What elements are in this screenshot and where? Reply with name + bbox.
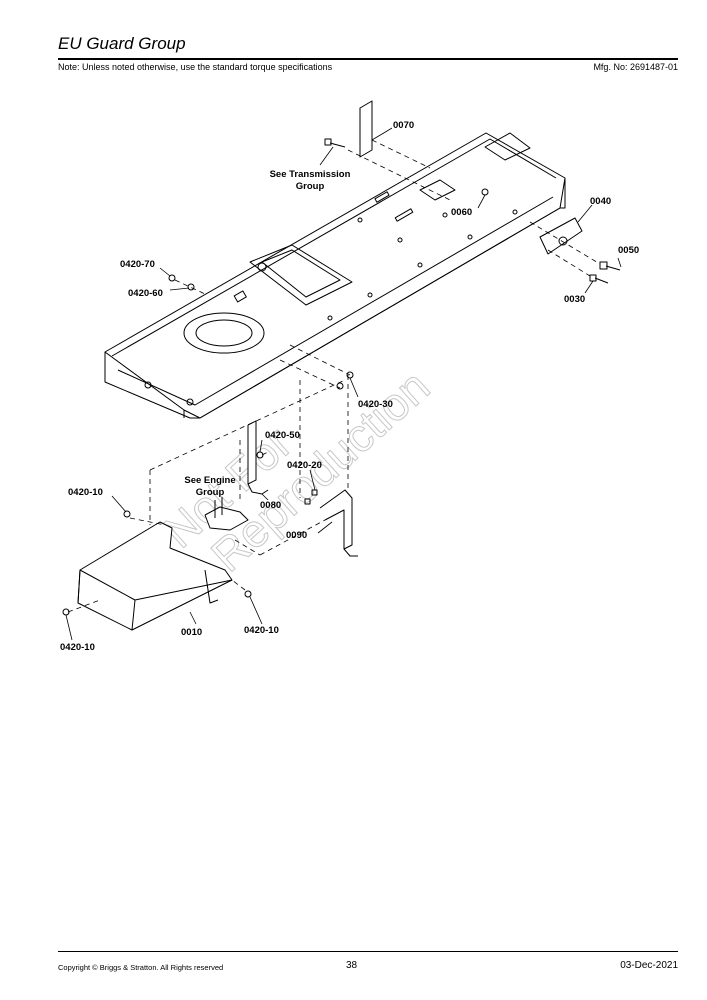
part-0420-20-bolts [304, 489, 318, 505]
page-number: 38 [346, 960, 358, 971]
callout-see-engine: See Engine [184, 475, 235, 486]
callout-0010: 0010 [181, 627, 202, 638]
callout-0420-20: 0420-20 [287, 460, 322, 471]
callout-0070: 0070 [393, 120, 414, 131]
header-rule [58, 58, 678, 60]
leader-lines [65, 127, 622, 641]
part-0080-bracket [247, 420, 269, 495]
part-0420-70-nut [168, 274, 176, 282]
part-0090-bracket [319, 489, 358, 557]
copyright: Copyright © Briggs & Stratton. All Right… [58, 963, 224, 972]
part-0420-10-bolt [123, 510, 131, 518]
torque-note: Note: Unless noted otherwise, use the st… [58, 62, 333, 72]
page-title: EU Guard Group [58, 34, 186, 53]
publish-date: 03-Dec-2021 [620, 960, 678, 971]
callout-see-transmission-group: Group [296, 181, 325, 192]
callout-0420-70: 0420-70 [120, 259, 155, 270]
callout-0060: 0060 [451, 207, 472, 218]
assembly-lines [67, 139, 601, 613]
callout-0420-50: 0420-50 [265, 430, 300, 441]
callout-see-engine-group: Group [196, 487, 225, 498]
callout-0040: 0040 [590, 196, 611, 207]
callout-0050: 0050 [618, 245, 639, 256]
callout-0420-60: 0420-60 [128, 288, 163, 299]
callout-0420-10-left: 0420-10 [60, 642, 95, 653]
mfg-number: Mfg. No: 2691487-01 [593, 62, 678, 72]
part-0050-bolt [599, 261, 621, 271]
callout-see-transmission: See Transmission [270, 169, 351, 180]
part-0040-plate [539, 217, 583, 255]
engine-group-bracket [204, 497, 249, 531]
callout-0030: 0030 [564, 294, 585, 305]
callout-0420-10-right: 0420-10 [244, 625, 279, 636]
part-0420-60-washer [187, 283, 195, 291]
part-0010-guard [77, 521, 233, 631]
main-frame [104, 132, 566, 419]
callout-0090: 0090 [286, 530, 307, 541]
callout-0080: 0080 [260, 500, 281, 511]
part-0070-plate [359, 100, 373, 158]
callout-0420-10-top: 0420-10 [68, 487, 103, 498]
footer-rule [58, 951, 678, 952]
callout-0420-30: 0420-30 [358, 399, 393, 410]
bolt-icon [324, 138, 346, 148]
